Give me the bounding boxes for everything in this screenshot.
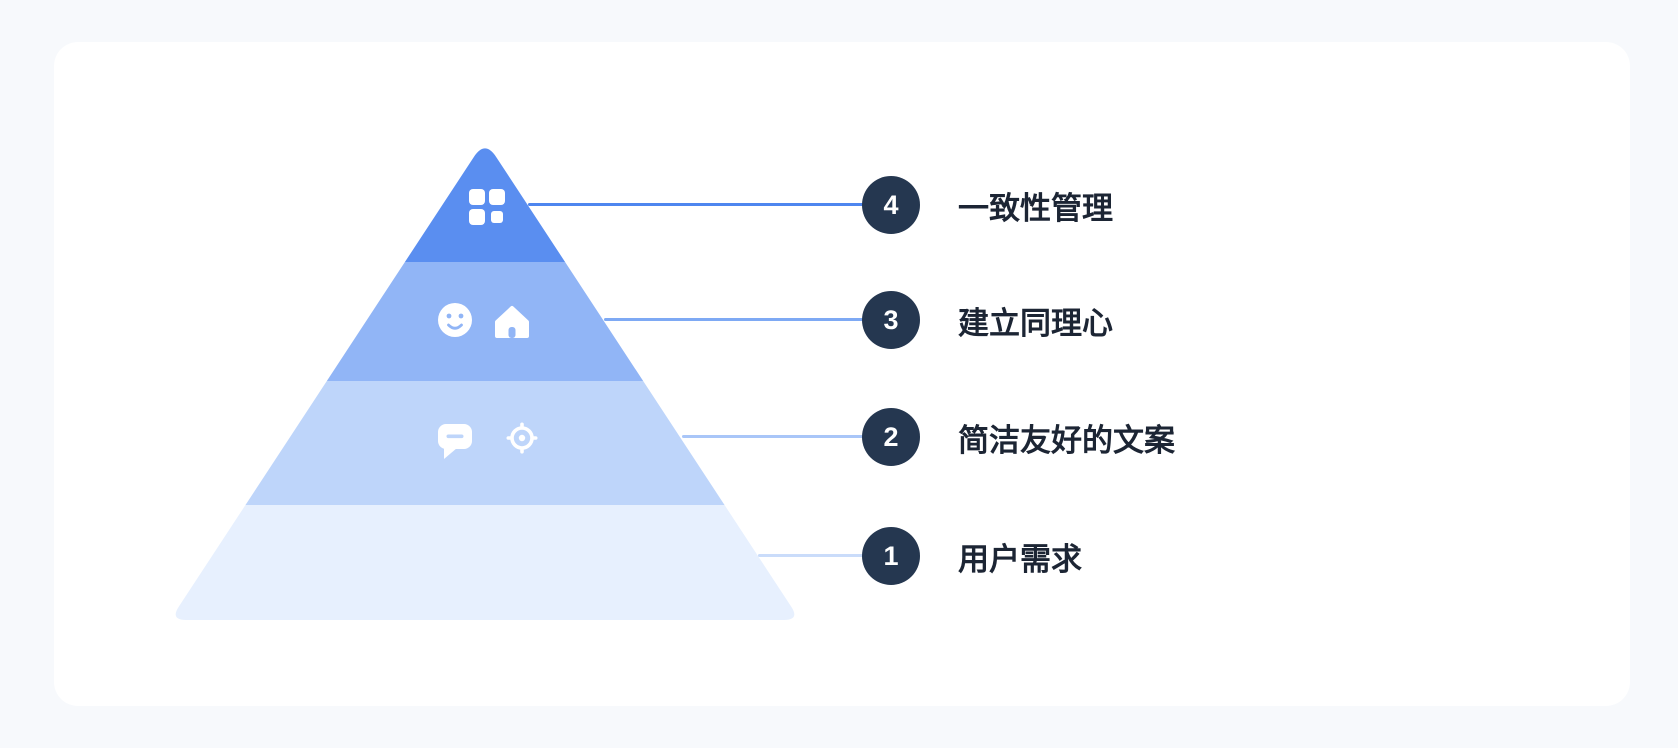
- level-1-number: 1: [883, 540, 899, 571]
- pyramid-level-2-band: [175, 381, 795, 505]
- level-2-label: 简洁友好的文案: [958, 422, 1175, 458]
- legend-row-level-3: 3 建立同理心: [862, 291, 1113, 349]
- level-2-number: 2: [883, 421, 899, 452]
- grid-icon: [469, 189, 505, 225]
- connector-line-level-2: [682, 435, 868, 438]
- home-icon: [495, 306, 529, 338]
- crosshair-icon: [506, 422, 538, 454]
- connector-line-level-1: [758, 554, 868, 557]
- level-2-badge: 2: [862, 408, 920, 466]
- level-3-number: 3: [883, 304, 899, 335]
- chat-bubble-icon: [438, 424, 472, 459]
- pyramid-level-1-band: [175, 505, 795, 620]
- pyramid-diagram: [175, 148, 795, 620]
- level-4-badge: 4: [862, 176, 920, 234]
- legend-row-level-1: 1 用户需求: [862, 527, 1082, 585]
- smile-icon: [438, 303, 472, 337]
- level-3-badge: 3: [862, 291, 920, 349]
- level-1-badge: 1: [862, 527, 920, 585]
- legend-row-level-2: 2 简洁友好的文案: [862, 408, 1175, 466]
- level-1-label: 用户需求: [958, 541, 1082, 577]
- legend-row-level-4: 4 一致性管理: [862, 176, 1113, 234]
- connector-line-level-3: [604, 318, 868, 321]
- pyramid-level-3-band: [175, 262, 795, 381]
- connector-line-level-4: [528, 203, 868, 206]
- level-4-number: 4: [883, 189, 899, 220]
- level-3-label: 建立同理心: [958, 305, 1113, 341]
- level-4-label: 一致性管理: [958, 190, 1113, 226]
